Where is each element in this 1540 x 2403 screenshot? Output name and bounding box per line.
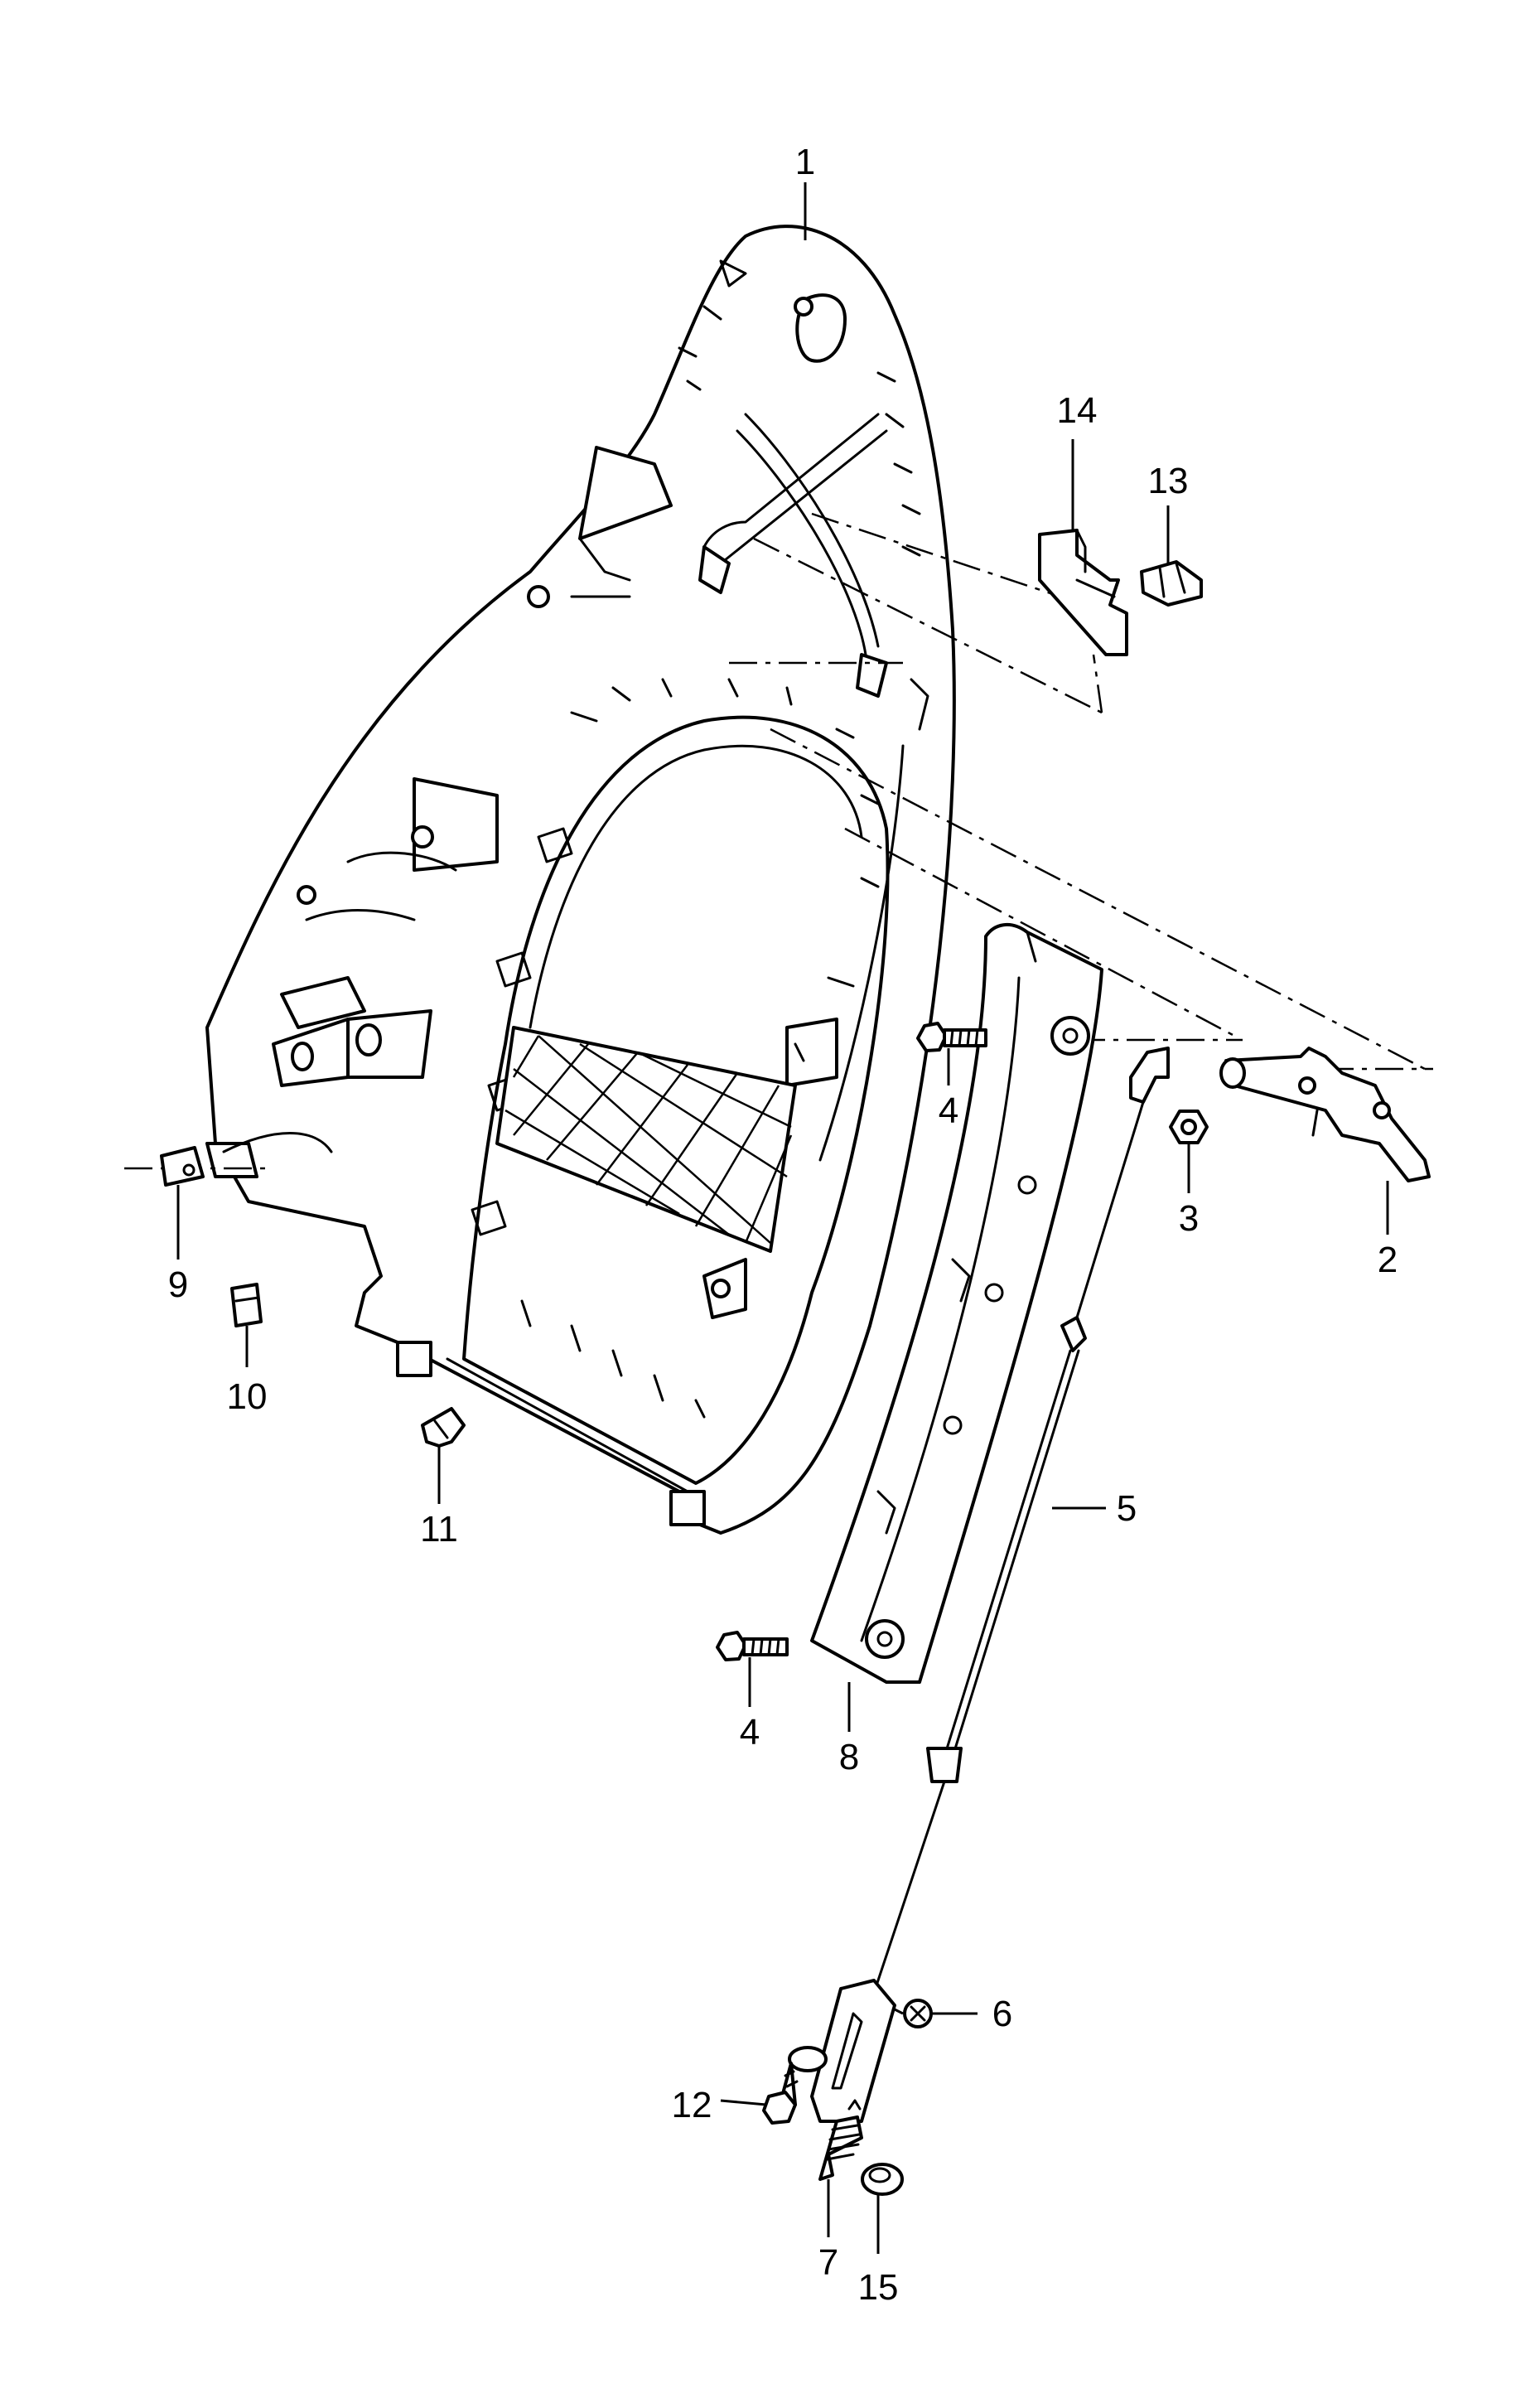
part-4-bolt-lower	[716, 1631, 789, 1661]
part-12-screw	[762, 2046, 828, 2125]
part-9-clip	[160, 1146, 205, 1187]
part-13-clip	[1140, 560, 1203, 607]
callout-2: 2	[1378, 1240, 1398, 1280]
part-2-lever	[1219, 1047, 1431, 1182]
part-7-spring	[818, 2099, 863, 2181]
callout-1: 1	[795, 142, 815, 182]
callout-11: 11	[420, 1509, 458, 1550]
part-11-clip	[421, 1407, 466, 1448]
callout-10: 10	[227, 1376, 268, 1417]
callout-14: 14	[1057, 390, 1098, 431]
callout-3: 3	[1179, 1198, 1199, 1239]
part-5-cable	[868, 1047, 1170, 2007]
callout-labels: 1 2 3 4 4 5 6 7 8 9 10 11 12 13 14 15	[168, 142, 1398, 2308]
callout-6: 6	[992, 1994, 1012, 2034]
callout-7: 7	[818, 2242, 838, 2283]
callout-9: 9	[168, 1264, 188, 1305]
part-8-side-trim	[810, 923, 1103, 1684]
part-4-bolt-upper	[916, 1022, 987, 1052]
part-15-cap	[861, 2163, 904, 2196]
callout-8: 8	[839, 1737, 859, 1777]
part-1-backrest-shell	[205, 225, 956, 1535]
part-14-bracket	[1038, 529, 1128, 656]
callout-13: 13	[1148, 461, 1189, 501]
callout-4-upper: 4	[939, 1090, 958, 1131]
callout-15: 15	[858, 2267, 899, 2308]
callout-12: 12	[672, 2085, 712, 2125]
leader-lines	[176, 182, 1389, 2254]
part-3-nut	[1169, 1110, 1209, 1144]
part-10-clip	[230, 1283, 263, 1327]
callout-4-lower: 4	[740, 1712, 760, 1753]
callout-5: 5	[1117, 1488, 1137, 1529]
part-6-release-handle	[810, 1979, 933, 2123]
